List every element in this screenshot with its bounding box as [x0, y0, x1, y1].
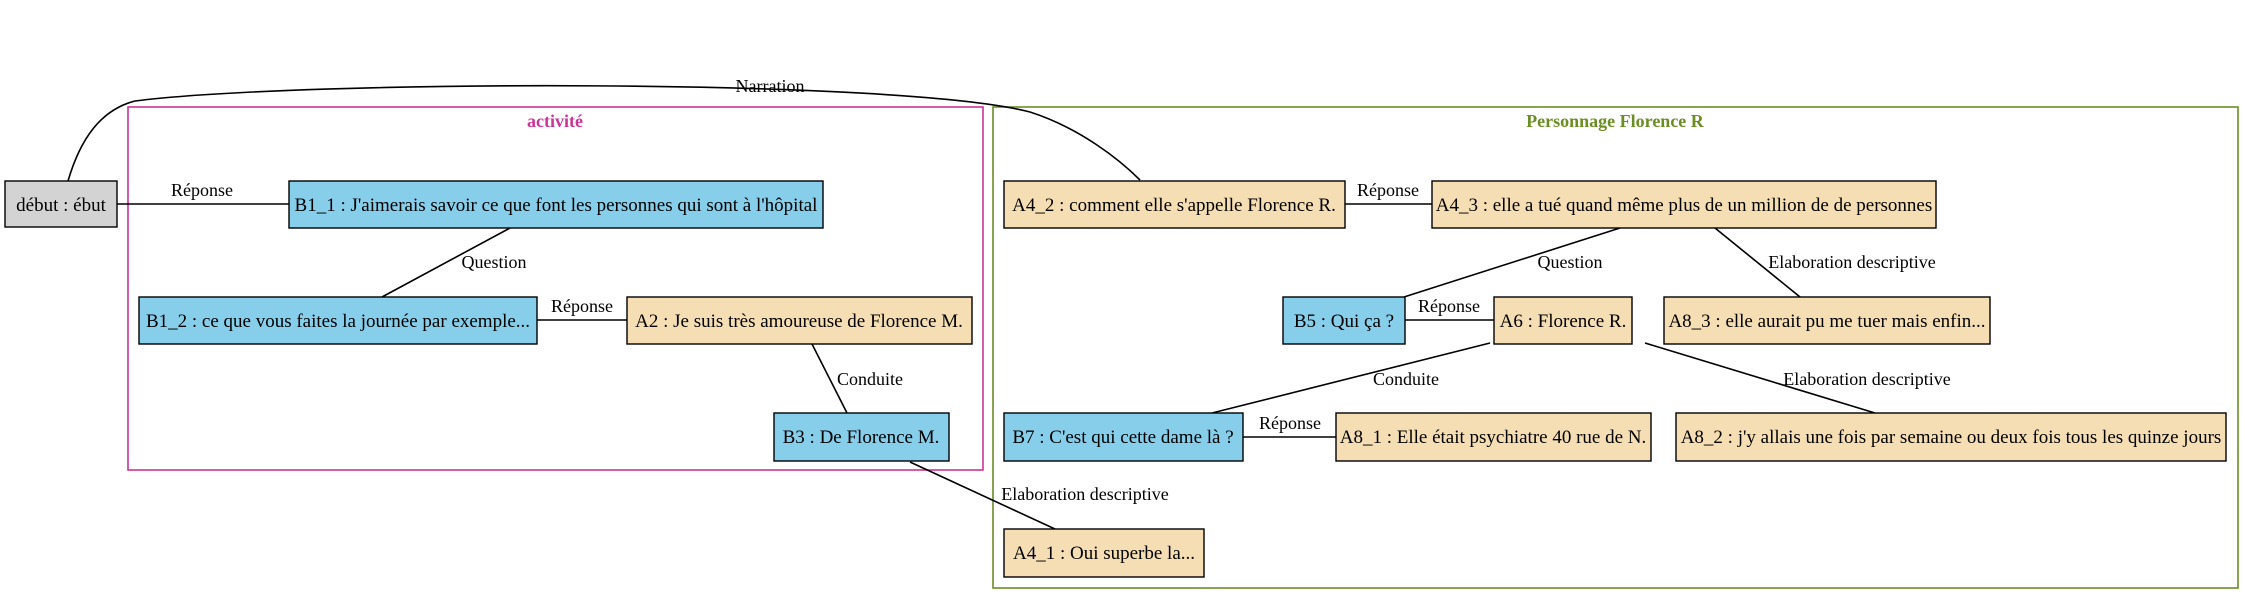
node-a4_1[interactable]: A4_1 : Oui superbe la...	[1003, 528, 1205, 578]
edge-label-reponse: Réponse	[171, 180, 233, 200]
edge-a2-b3	[811, 343, 848, 414]
edge-label-elaboration: Elaboration descriptive	[1001, 484, 1168, 504]
edge-label-reponse: Réponse	[1259, 413, 1321, 433]
node-a4_1-label: A4_1 : Oui superbe la...	[1013, 543, 1195, 564]
edge-label-question: Question	[462, 252, 527, 272]
node-a4_3-label: A4_3 : elle a tué quand même plus de un …	[1436, 195, 1933, 216]
cluster-activite-title: activité	[527, 111, 583, 131]
edge-label-reponse: Réponse	[1418, 296, 1480, 316]
edge-label-elaboration: Elaboration descriptive	[1768, 252, 1935, 272]
node-a8_1-label: A8_1 : Elle était psychiatre 40 rue de N…	[1340, 427, 1647, 448]
cluster-personnage: Personnage Florence R	[992, 106, 2239, 589]
edge-a4_3-a8_3	[1714, 227, 1801, 298]
node-a8_2-label: A8_2 : j'y allais une fois par semaine o…	[1681, 427, 2222, 448]
cluster-personnage-title: Personnage Florence R	[1526, 111, 1705, 131]
edge-a6-a8_2	[1644, 342, 1876, 414]
node-a6-label: A6 : Florence R.	[1500, 311, 1627, 332]
cluster-activite: activité	[127, 106, 984, 471]
edge-label-reponse: Réponse	[1357, 180, 1419, 200]
node-a2[interactable]: A2 : Je suis très amoureuse de Florence …	[626, 296, 973, 345]
node-b1_2[interactable]: B1_2 : ce que vous faites la journée par…	[138, 296, 538, 345]
node-a8_1[interactable]: A8_1 : Elle était psychiatre 40 rue de N…	[1335, 412, 1652, 462]
node-b1_1-label: B1_1 : J'aimerais savoir ce que font les…	[295, 195, 818, 216]
edge-label-question: Question	[1538, 252, 1603, 272]
node-a4_2[interactable]: A4_2 : comment elle s'appelle Florence R…	[1003, 180, 1346, 229]
node-a8_2[interactable]: A8_2 : j'y allais une fois par semaine o…	[1675, 412, 2227, 462]
edge-b1_1-b1_2	[381, 227, 511, 298]
edge-label-conduite: Conduite	[1373, 369, 1439, 389]
edge-label-reponse: Réponse	[551, 296, 613, 316]
edge-label-narration: Narration	[736, 76, 805, 96]
node-a4_2-label: A4_2 : comment elle s'appelle Florence R…	[1012, 195, 1336, 216]
edge-labels: Narration Réponse Question Réponse Condu…	[171, 76, 1951, 504]
node-debut[interactable]: début : ébut	[4, 180, 118, 228]
node-b5[interactable]: B5 : Qui ça ?	[1282, 296, 1406, 345]
node-a4_3[interactable]: A4_3 : elle a tué quand même plus de un …	[1431, 180, 1937, 229]
node-b1_1[interactable]: B1_1 : J'aimerais savoir ce que font les…	[288, 180, 824, 229]
node-b3-label: B3 : De Florence M.	[783, 427, 940, 448]
edge-label-elaboration: Elaboration descriptive	[1783, 369, 1950, 389]
nodes: début : ébut B1_1 : J'aimerais savoir ce…	[4, 180, 2227, 578]
node-a6[interactable]: A6 : Florence R.	[1493, 296, 1633, 345]
edges	[67, 84, 1876, 530]
node-a8_3-label: A8_3 : elle aurait pu me tuer mais enfin…	[1668, 311, 1985, 332]
edge-b3-a4_1	[909, 461, 1056, 530]
edge-label-conduite: Conduite	[837, 369, 903, 389]
edge-a6-b7	[1211, 342, 1491, 414]
node-a2-label: A2 : Je suis très amoureuse de Florence …	[635, 311, 963, 332]
node-b5-label: B5 : Qui ça ?	[1294, 311, 1394, 332]
node-b3[interactable]: B3 : De Florence M.	[773, 412, 950, 462]
edge-a4_3-b5	[1403, 227, 1621, 298]
node-debut-label: début : ébut	[16, 195, 106, 216]
node-b7-label: B7 : C'est qui cette dame là ?	[1012, 427, 1233, 448]
edge-narration	[67, 84, 1141, 182]
node-a8_3[interactable]: A8_3 : elle aurait pu me tuer mais enfin…	[1663, 296, 1991, 345]
node-b7[interactable]: B7 : C'est qui cette dame là ?	[1003, 412, 1244, 462]
node-b1_2-label: B1_2 : ce que vous faites la journée par…	[146, 311, 530, 332]
